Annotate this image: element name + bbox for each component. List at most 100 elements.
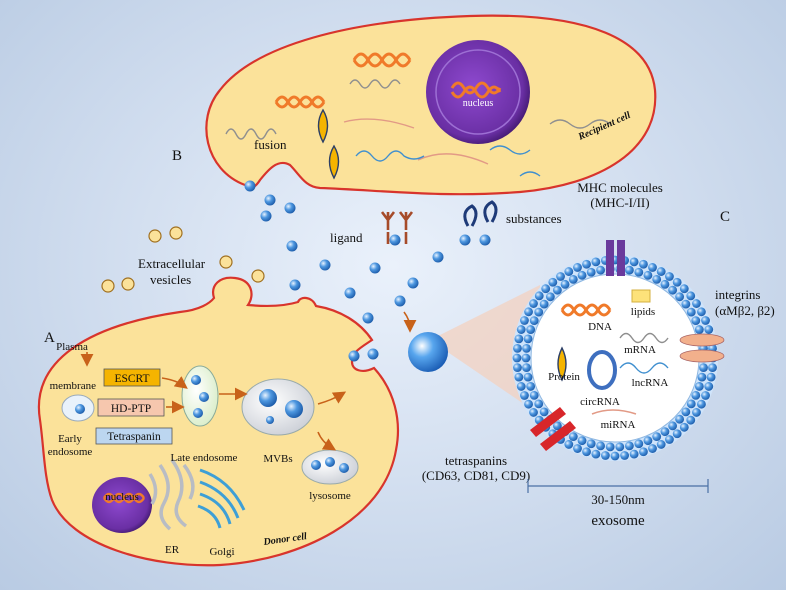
lipid-head xyxy=(656,267,666,276)
lipid-head xyxy=(564,267,574,276)
lipid-head xyxy=(704,325,714,334)
substances-label: substances xyxy=(506,211,562,226)
mhc-label-2: (MHC-I/II) xyxy=(590,195,649,210)
golgi-icon xyxy=(197,468,246,529)
protein-icon xyxy=(317,108,340,180)
donor-cell: ESCRT HD-PTP Tetraspanin xyxy=(37,276,400,567)
lipid-head xyxy=(522,343,531,353)
lipid-head xyxy=(514,334,524,344)
substance-receptor-icon xyxy=(463,200,498,227)
lipid-head xyxy=(665,435,674,444)
extracellular-vesicles xyxy=(101,226,265,293)
circrna-icon xyxy=(587,350,617,390)
lipid-head xyxy=(596,265,606,275)
lncrna-icon xyxy=(619,362,669,374)
lipid-head xyxy=(634,267,644,277)
secreted-vesicles xyxy=(244,180,491,362)
lipid-head xyxy=(697,307,706,317)
lipid-head xyxy=(643,270,653,280)
lipid-head xyxy=(656,440,666,449)
hdptp-box: HD-PTP xyxy=(97,398,165,417)
lipid-head xyxy=(591,257,601,267)
lipid-head xyxy=(648,263,657,272)
mrna-icon xyxy=(619,332,669,344)
panel-b-label: B xyxy=(172,148,182,164)
lipid-head xyxy=(675,292,685,302)
donor-nucleus-label: nucleus xyxy=(105,491,139,503)
integrin-icon xyxy=(679,333,725,363)
lipid-head xyxy=(545,292,555,302)
circrna-label: circRNA xyxy=(580,396,620,408)
exosome-dna-icon xyxy=(560,303,612,317)
lipid-head xyxy=(512,353,522,363)
lipid-head xyxy=(529,408,538,417)
lipid-head xyxy=(552,421,562,431)
lipid-head xyxy=(648,444,657,453)
lipid-head xyxy=(522,363,531,373)
lipid-head xyxy=(573,444,582,453)
tetraspanin-marker-icon xyxy=(530,407,576,451)
protein-label: Protein xyxy=(548,371,580,383)
golgi-label: Golgi xyxy=(209,546,234,558)
lysosome-label: lysosome xyxy=(309,490,351,502)
lipid-head xyxy=(681,299,691,309)
mrna-label: mRNA xyxy=(624,344,656,356)
lipid-head xyxy=(620,451,630,460)
lipid-head xyxy=(704,382,714,391)
lipid-head xyxy=(634,439,644,449)
lipid-head xyxy=(692,408,701,417)
dna-helix-icon xyxy=(274,52,412,109)
lipid-head xyxy=(524,307,533,317)
lipid-head xyxy=(681,407,691,417)
lipid-head xyxy=(526,325,536,334)
fusion-label: fusion xyxy=(254,137,287,152)
early-endosome xyxy=(61,394,95,422)
svg-text:ESCRT: ESCRT xyxy=(114,373,149,385)
lipid-head xyxy=(529,299,538,308)
lipid-head xyxy=(652,274,662,284)
lipid-head xyxy=(665,272,674,281)
lipid-head xyxy=(529,390,539,400)
plasma-membrane-label-2: membrane xyxy=(50,380,97,392)
lipid-head xyxy=(675,414,685,424)
lipid-head xyxy=(660,279,670,289)
lipid-head xyxy=(697,399,706,409)
lipid-head xyxy=(539,407,549,417)
panel-c-label: C xyxy=(720,209,730,225)
lipid-head xyxy=(516,382,526,391)
lipid-head xyxy=(701,391,710,400)
lipid-head xyxy=(586,439,596,449)
integrins-label-2: (αMβ2, β2) xyxy=(715,303,775,318)
lipid-head xyxy=(582,259,591,269)
lipid-head xyxy=(523,334,533,344)
lipid-head xyxy=(524,399,533,409)
lipid-head xyxy=(605,442,615,452)
lipid-head xyxy=(573,263,582,272)
lipid-head xyxy=(521,353,531,363)
lipid-head xyxy=(679,422,689,432)
rna-strand-icon xyxy=(225,79,611,177)
lipid-head xyxy=(560,279,570,289)
lysosome xyxy=(301,449,359,485)
mhc-molecule-icon xyxy=(606,240,625,276)
escrt-box: ESCRT xyxy=(103,368,161,387)
lipid-head xyxy=(591,449,601,459)
lipid-head xyxy=(520,391,529,400)
svg-text:Tetraspanin: Tetraspanin xyxy=(107,431,161,443)
mvb xyxy=(241,378,315,436)
lipid-head xyxy=(539,299,549,309)
recipient-cell: nucleus fusion Recipient cell xyxy=(205,14,657,196)
lipid-head xyxy=(529,316,539,326)
exosome-protein-icon xyxy=(557,346,567,382)
lipid-head xyxy=(629,449,639,459)
late-endosome xyxy=(181,365,219,427)
lipid-head xyxy=(548,277,558,287)
scale-bar xyxy=(527,479,709,493)
exosome-label: exosome xyxy=(591,513,645,529)
lipid-head xyxy=(679,284,689,294)
lipid-head xyxy=(541,284,551,294)
mvbs-label: MVBs xyxy=(263,453,292,465)
lipid-head xyxy=(694,325,704,334)
